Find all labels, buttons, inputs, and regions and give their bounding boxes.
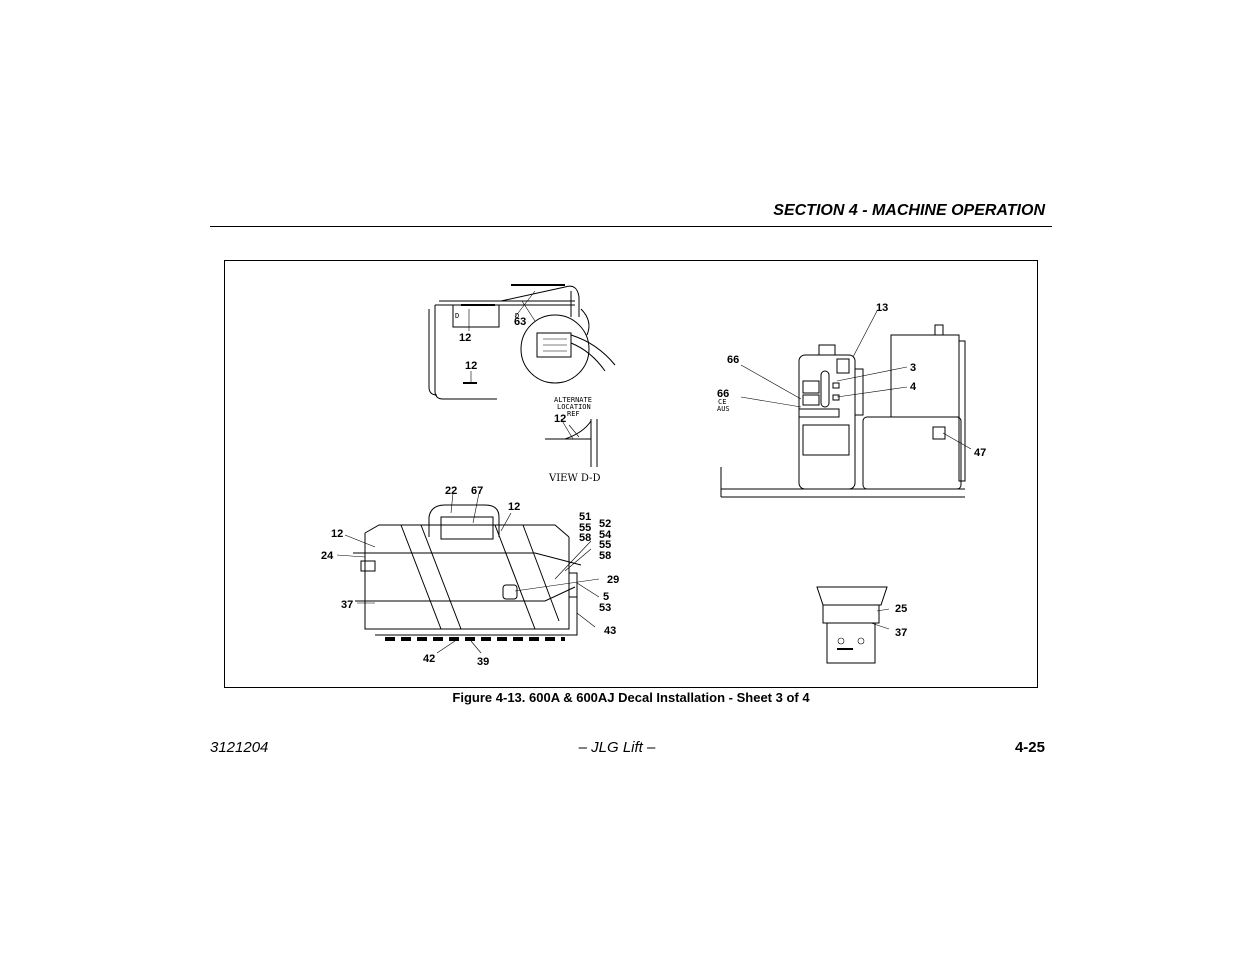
alt-location-line3: REF (567, 410, 580, 418)
publisher-footer: – JLG Lift – (578, 739, 656, 756)
callout-43: 43 (604, 625, 616, 637)
view-marker-d-right: D (515, 312, 519, 320)
callout-37: 37 (895, 627, 907, 639)
callout-53: 53 (599, 602, 611, 614)
callout-5: 5 (603, 591, 609, 603)
callout-12: 12 (554, 413, 566, 425)
callout-52: 52 (599, 518, 611, 530)
footswitch-assembly (816, 586, 888, 664)
callout-12: 12 (465, 360, 477, 372)
figure-frame: D D ALTERNATE LOCATION REF VIEW D-D (224, 260, 1038, 688)
callout-58: 58 (599, 550, 611, 562)
figure-caption: Figure 4-13. 600A & 600AJ Decal Installa… (452, 690, 810, 705)
callout-29: 29 (607, 574, 619, 586)
callout-22: 22 (445, 485, 457, 497)
decal-installation-drawing: D D ALTERNATE LOCATION REF VIEW D-D (321, 284, 986, 668)
page-number: 4-25 (1014, 739, 1045, 756)
callout-54: 54 (599, 529, 612, 541)
decal-magnifier (520, 300, 616, 384)
view-d-d-label: VIEW D-D (548, 473, 601, 484)
callout-55: 55 (579, 522, 591, 534)
ce-label: CE (718, 398, 726, 406)
callout-51: 51 (579, 511, 591, 523)
callout-25: 25 (895, 603, 907, 615)
callout-66: 66 (727, 354, 739, 366)
callout-47: 47 (974, 447, 986, 459)
callout-3: 3 (910, 362, 916, 374)
callout-55: 55 (599, 539, 611, 551)
view-d-d (545, 419, 598, 467)
callout-63: 63 (514, 316, 526, 328)
alt-location-line2: LOCATION (557, 403, 591, 411)
callout-66: 66 (717, 388, 729, 400)
callout-24: 24 (321, 550, 334, 562)
callout-58: 58 (579, 532, 591, 544)
callout-12: 12 (508, 501, 520, 513)
alt-location-line1: ALTERNATE (554, 396, 592, 404)
section-title: SECTION 4 - MACHINE OPERATION (773, 202, 1045, 219)
callout-42: 42 (423, 653, 435, 665)
view-marker-d-left: D (455, 312, 459, 320)
doc-number: 3121204 (210, 739, 269, 756)
callout-13: 13 (876, 302, 888, 314)
callout-37: 37 (341, 599, 353, 611)
ground-control-station (720, 324, 966, 498)
callout-12: 12 (459, 332, 471, 344)
rail-top-view (428, 284, 590, 400)
callout-67: 67 (471, 485, 483, 497)
header-rule (210, 226, 1052, 227)
callout-39: 39 (477, 656, 489, 668)
callout-12: 12 (331, 528, 343, 540)
leader-lines (336, 290, 972, 654)
platform-basket (353, 504, 582, 641)
callout-4: 4 (910, 381, 917, 393)
aus-label: AUS (717, 405, 730, 413)
